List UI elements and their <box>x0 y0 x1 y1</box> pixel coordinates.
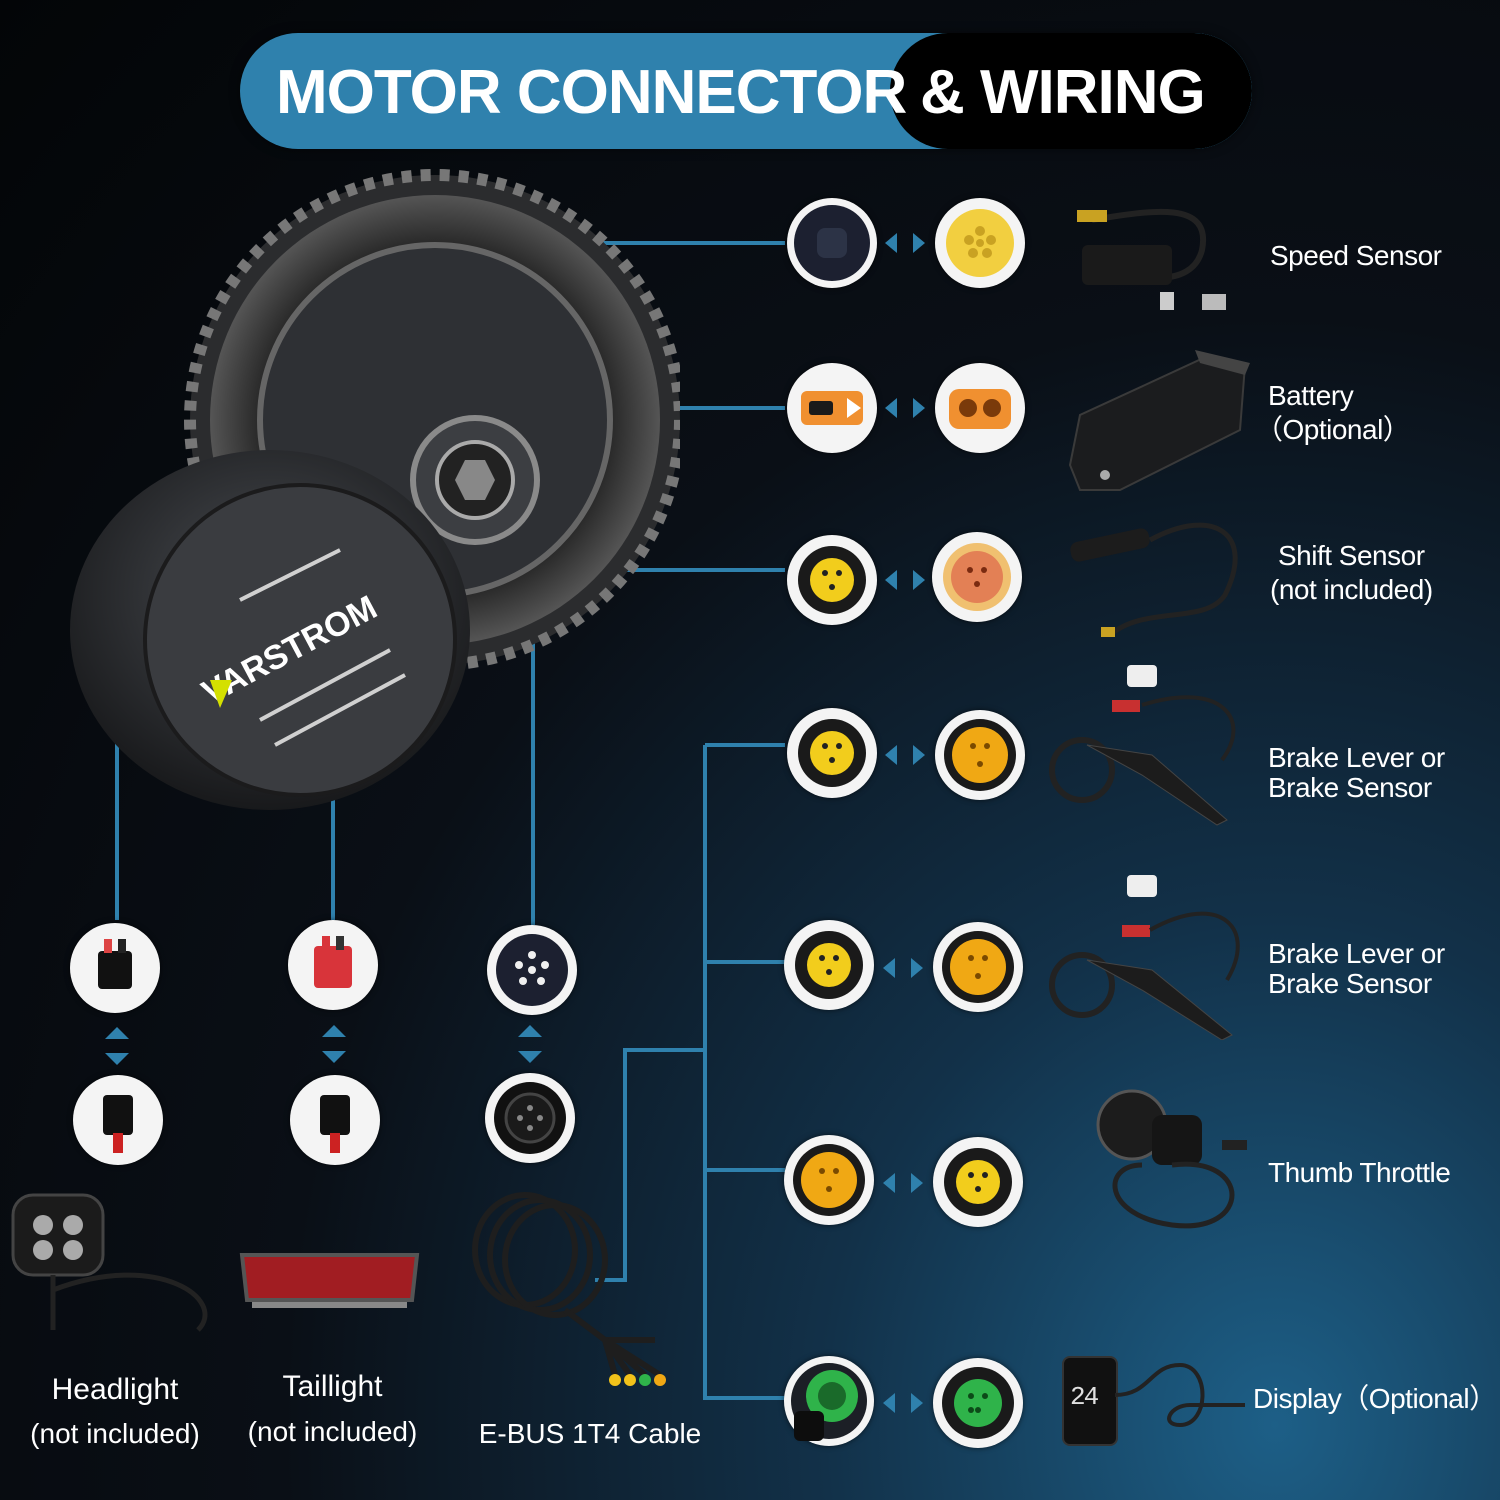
throttle-motor-plug <box>784 1135 874 1225</box>
display-label: Display（Optional） <box>1253 1383 1497 1414</box>
display-screen-readout: 24 <box>1070 1382 1099 1412</box>
shift-sensor-label-line2: (not included) <box>1270 574 1433 605</box>
bidirectional-arrow-icon <box>105 1027 129 1065</box>
display-motor-plug <box>784 1356 874 1446</box>
bidirectional-arrow-icon <box>883 1393 923 1413</box>
battery-label-line2: （Optional） <box>1255 414 1411 445</box>
headlight-label-line2: (not included) <box>30 1418 200 1449</box>
taillight-device-plug <box>290 1075 380 1165</box>
bidirectional-arrow-icon <box>883 1173 923 1193</box>
shift-sensor-motor-plug <box>787 535 877 625</box>
bidirectional-arrow-icon <box>885 233 925 253</box>
display-device-plug <box>933 1358 1023 1448</box>
taillight-motor-plug <box>288 920 378 1010</box>
ebus-cable-image <box>472 1192 666 1386</box>
headlight-motor-plug <box>70 923 160 1013</box>
brake-2-label-line2: Brake Sensor <box>1268 968 1432 999</box>
taillight-label-line1: Taillight <box>282 1370 383 1403</box>
shift-sensor-label-line1: Shift Sensor <box>1278 540 1425 571</box>
speed-sensor-image <box>1077 208 1226 310</box>
bidirectional-arrow-icon <box>885 745 925 765</box>
title-banner-dark-segment <box>890 33 1252 149</box>
battery-label-line1: Battery <box>1268 380 1354 411</box>
headlight-image <box>11 1193 208 1332</box>
battery-device-plug <box>935 363 1025 453</box>
brake-2-label-line1: Brake Lever or <box>1268 938 1445 969</box>
brake-1-device-plug <box>935 710 1025 800</box>
title-right: & WIRING <box>920 58 1206 127</box>
battery-motor-plug <box>787 363 877 453</box>
bidirectional-arrow-icon <box>322 1025 346 1063</box>
title-left: MOTOR CONNECTOR <box>276 58 907 127</box>
brake-2-device-plug <box>933 922 1023 1012</box>
headlight-label-line1: Headlight <box>51 1373 179 1406</box>
bidirectional-arrow-icon <box>885 398 925 418</box>
brake-1-label-line2: Brake Sensor <box>1268 772 1432 803</box>
speed-sensor-motor-plug <box>787 198 877 288</box>
brake-lever-1-image <box>1049 665 1236 826</box>
shift-sensor-image <box>1070 522 1238 637</box>
brake-lever-2-image <box>1049 875 1240 1040</box>
display-cable-image <box>1114 1362 1245 1428</box>
ebus-cable-label: E-BUS 1T4 Cable <box>478 1418 702 1449</box>
ebus-motor-plug <box>487 925 577 1015</box>
title-banner: MOTOR CONNECTOR & WIRING <box>240 33 1252 149</box>
taillight-label-line2: (not included) <box>247 1416 418 1447</box>
wire-bus-trunk <box>595 743 785 1400</box>
brake-2-motor-plug <box>784 920 874 1010</box>
thumb-throttle-label: Thumb Throttle <box>1268 1157 1451 1188</box>
display-unit-image: 24 <box>1062 1356 1118 1446</box>
headlight-device-plug <box>73 1075 163 1165</box>
thumb-throttle-image <box>1096 1089 1247 1229</box>
shift-sensor-device-plug <box>932 532 1022 622</box>
taillight-image <box>239 1253 420 1308</box>
throttle-device-plug <box>933 1137 1023 1227</box>
bidirectional-arrow-icon <box>883 958 923 978</box>
brake-1-label-line1: Brake Lever or <box>1268 742 1445 773</box>
speed-sensor-label: Speed Sensor <box>1270 240 1442 271</box>
speed-sensor-device-plug <box>935 198 1025 288</box>
brake-1-motor-plug <box>787 708 877 798</box>
battery-image <box>1068 350 1250 491</box>
bidirectional-arrow-icon <box>885 570 925 590</box>
mid-drive-motor: VARSTROM <box>70 169 680 810</box>
bidirectional-arrow-icon <box>518 1025 542 1063</box>
ebus-device-plug <box>485 1073 575 1163</box>
